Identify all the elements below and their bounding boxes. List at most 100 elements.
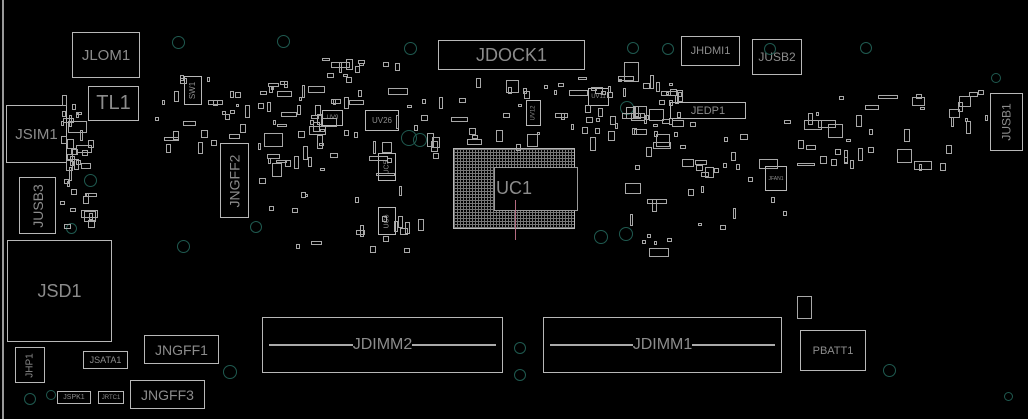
smd-pad xyxy=(313,122,320,132)
smd-pad xyxy=(69,207,77,212)
smd-pad xyxy=(310,114,320,120)
smd-pad xyxy=(257,102,264,110)
component-jhp1[interactable]: JHP1 xyxy=(15,347,45,383)
component-jfan1[interactable]: JFAN1 xyxy=(765,166,787,191)
smd-pad xyxy=(595,127,600,134)
component-jdock1[interactable]: JDOCK1 xyxy=(438,40,585,70)
smd-pad xyxy=(523,88,528,94)
smd-pad xyxy=(689,122,696,128)
label: UC1 xyxy=(495,178,532,199)
smd-pad xyxy=(259,177,267,184)
component-pbatt1[interactable]: PBATT1 xyxy=(800,330,866,371)
component-jsd1[interactable]: JSD1 xyxy=(7,240,112,342)
smd-pad xyxy=(758,159,779,170)
component-uv11[interactable]: UV11 xyxy=(588,88,609,106)
smd-pad xyxy=(355,229,365,236)
smd-pad xyxy=(276,159,288,164)
smd-pad xyxy=(645,147,653,158)
smd-pad xyxy=(617,76,635,82)
component-jdimm2[interactable]: JDIMM2 xyxy=(262,317,503,373)
component-tl1[interactable]: TL1 xyxy=(88,86,139,121)
component-jusb3[interactable]: JUSB3 xyxy=(19,177,56,234)
smd-pad xyxy=(614,123,619,130)
smd-pad xyxy=(277,123,287,128)
board-edge xyxy=(2,0,4,419)
component-uc5[interactable]: UC5 xyxy=(378,153,396,181)
smd-pad xyxy=(596,117,601,123)
label: TL1 xyxy=(96,92,131,114)
component-uc1-cpu[interactable]: UC1 xyxy=(453,148,578,229)
smd-pad xyxy=(166,144,171,154)
smd-pad xyxy=(524,90,531,99)
label: JSIM1 xyxy=(15,125,58,143)
smd-pad xyxy=(670,89,677,96)
smd-pad xyxy=(260,91,267,96)
smd-pad xyxy=(834,149,842,156)
smd-pad xyxy=(681,159,695,167)
smd-pad xyxy=(469,127,476,135)
smd-pad xyxy=(198,141,203,154)
smd-pad xyxy=(327,72,334,78)
smd-pad xyxy=(67,139,74,150)
component-jngff3[interactable]: JNGFF3 xyxy=(130,380,205,409)
smd-pad xyxy=(264,133,284,147)
label: UV11 xyxy=(591,94,606,100)
smd-pad xyxy=(697,222,703,226)
smd-pad xyxy=(655,81,660,93)
smd-pad xyxy=(643,83,650,90)
component-jlom1[interactable]: JLOM1 xyxy=(72,32,140,78)
smd-pad xyxy=(642,239,647,244)
smd-pad xyxy=(319,142,324,147)
component-sw1[interactable]: SW1 xyxy=(184,76,202,105)
smd-pad xyxy=(381,141,393,153)
smd-pad xyxy=(398,186,403,196)
component-jedp1[interactable]: JEDP1 xyxy=(670,102,746,119)
smd-pad xyxy=(590,137,597,151)
mounting-hole xyxy=(24,393,36,405)
smd-pad xyxy=(183,121,197,126)
smd-pad xyxy=(257,142,262,150)
smd-pad xyxy=(291,208,298,214)
component-jusb2[interactable]: JUSB2 xyxy=(752,39,802,75)
component-jngff1[interactable]: JNGFF1 xyxy=(144,335,219,364)
smd-pad xyxy=(467,138,482,146)
component-jusb1[interactable]: JUSB1 xyxy=(990,93,1023,151)
smd-pad xyxy=(382,216,388,222)
smd-pad xyxy=(355,66,360,74)
smd-pad xyxy=(844,149,848,164)
smd-pad xyxy=(849,160,855,169)
smd-pad xyxy=(398,216,403,229)
smd-pad xyxy=(951,117,955,127)
smd-pad xyxy=(803,119,823,130)
smd-pad xyxy=(679,144,686,149)
smd-pad xyxy=(648,109,664,122)
component-jsim1[interactable]: JSIM1 xyxy=(6,105,67,163)
smd-pad xyxy=(736,164,740,171)
smd-pad xyxy=(581,126,589,135)
component-jngff2[interactable]: JNGFF2 xyxy=(220,143,249,218)
smd-pad xyxy=(225,113,231,121)
label: JDOCK1 xyxy=(475,44,547,65)
smd-pad xyxy=(675,94,680,104)
component-outline xyxy=(624,62,639,82)
component-uv12[interactable]: UV12 xyxy=(526,100,541,126)
component-jsata1[interactable]: JSATA1 xyxy=(83,351,128,369)
smd-pad xyxy=(635,165,640,171)
smd-pad xyxy=(720,224,726,230)
component-uv9[interactable]: UV9 xyxy=(322,110,343,126)
smd-pad xyxy=(418,219,424,232)
component-uv26[interactable]: UV26 xyxy=(365,110,399,131)
component-jdimm1[interactable]: JDIMM1 xyxy=(543,317,782,373)
smd-pad xyxy=(665,91,670,96)
smd-pad xyxy=(283,81,288,85)
component-jhdmi1[interactable]: JHDMI1 xyxy=(681,36,740,66)
component-jspk1[interactable]: JSPK1 xyxy=(57,391,91,404)
smd-pad xyxy=(984,114,989,121)
smd-pad xyxy=(245,104,250,118)
smd-pad xyxy=(966,120,972,134)
label: UV12 xyxy=(530,105,537,121)
smd-pad xyxy=(475,78,482,88)
smd-pad xyxy=(560,112,565,121)
component-jrtc1[interactable]: JRTC1 xyxy=(98,391,124,404)
